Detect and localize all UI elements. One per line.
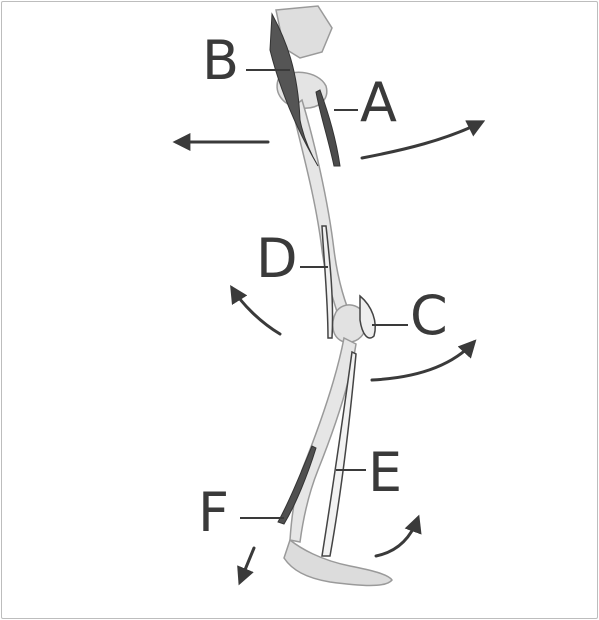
arrow-foot-curved <box>376 518 418 556</box>
label-a: A <box>360 76 397 130</box>
foot-bones <box>284 540 392 586</box>
label-e: E <box>368 446 402 500</box>
label-b: B <box>202 34 239 88</box>
muscle-a <box>316 90 340 166</box>
label-c: C <box>410 289 448 343</box>
arrow-right-curved <box>372 342 474 380</box>
arrow-down-diagonal <box>240 548 254 582</box>
label-f: F <box>198 486 229 540</box>
arrow-left-curved <box>232 288 280 334</box>
label-d: D <box>256 232 298 286</box>
